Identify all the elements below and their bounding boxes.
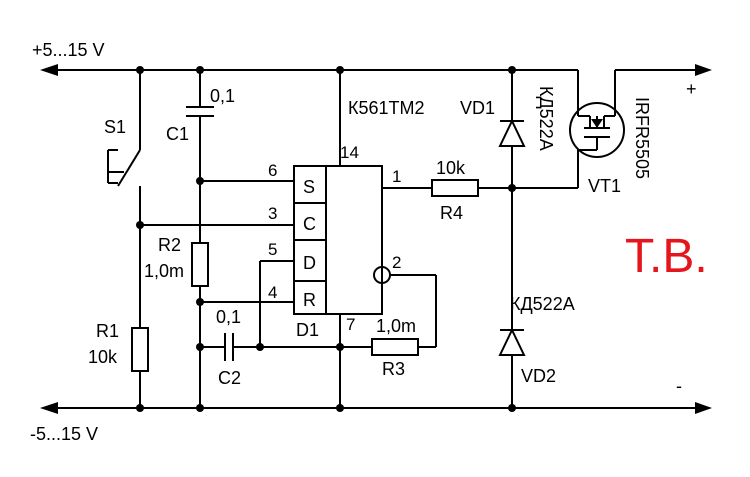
negative-rail xyxy=(40,402,712,414)
mosfet-vt1-part: IRFR5505 xyxy=(632,97,652,179)
resistor-r1-value: 10k xyxy=(88,347,118,367)
resistor-r4 xyxy=(382,179,578,197)
ic-input-r: R xyxy=(303,290,316,310)
pin-5: 5 xyxy=(268,240,277,259)
pin-1: 1 xyxy=(392,167,401,186)
output-minus-label: - xyxy=(676,376,682,396)
capacitor-c2-ref: C2 xyxy=(218,368,241,388)
output-plus-label: + xyxy=(686,79,697,99)
mosfet-vt1 xyxy=(569,70,625,188)
pin-2: 2 xyxy=(392,253,401,272)
resistor-r3 xyxy=(371,338,419,356)
diode-vd1 xyxy=(498,70,526,330)
diode-vd2-ref: VD2 xyxy=(521,366,556,386)
mosfet-vt1-ref: VT1 xyxy=(588,176,621,196)
diode-vd2 xyxy=(498,327,526,408)
positive-rail xyxy=(40,64,578,76)
resistor-r3-value: 1,0m xyxy=(376,316,416,336)
pin-6: 6 xyxy=(268,161,277,180)
resistor-r1 xyxy=(131,327,149,408)
ic-input-c: C xyxy=(303,214,316,234)
author-mark: Т.В. xyxy=(625,230,708,283)
resistor-r4-ref: R4 xyxy=(440,203,463,223)
diode-vd1-ref: VD1 xyxy=(460,98,495,118)
resistor-r2 xyxy=(191,242,209,408)
ic-input-d: D xyxy=(303,253,316,273)
ic-ref: D1 xyxy=(296,320,319,340)
pin-3: 3 xyxy=(268,204,277,223)
wire-data xyxy=(259,260,294,347)
switch-s1-label: S1 xyxy=(104,117,126,137)
pin-14: 14 xyxy=(340,143,359,162)
pin-4: 4 xyxy=(268,283,277,302)
resistor-r1-ref: R1 xyxy=(96,321,119,341)
output-plus-rail xyxy=(615,64,712,76)
capacitor-c2-value: 0,1 xyxy=(216,307,241,327)
pin-7: 7 xyxy=(346,315,355,334)
resistor-r4-value: 10k xyxy=(436,158,466,178)
diode-vd2-part: КД522А xyxy=(510,294,575,314)
resistor-r2-ref: R2 xyxy=(158,235,181,255)
positive-rail-label: +5...15 V xyxy=(32,40,105,60)
resistor-r2-value: 1,0m xyxy=(144,261,184,281)
capacitor-c2 xyxy=(200,333,372,361)
ic-input-s: S xyxy=(303,177,315,197)
diode-vd1-part: КД522А xyxy=(536,86,556,151)
wire-feedback xyxy=(390,274,437,348)
capacitor-c1-value: 0,1 xyxy=(210,86,235,106)
switch-s1 xyxy=(107,70,141,328)
capacitor-c1-ref: C1 xyxy=(166,124,189,144)
resistor-r3-ref: R3 xyxy=(382,359,405,379)
ic-d1 xyxy=(293,70,391,408)
junction-dots xyxy=(136,66,516,412)
ic-part-number: К561ТМ2 xyxy=(348,98,425,118)
negative-rail-label: -5...15 V xyxy=(30,424,98,444)
